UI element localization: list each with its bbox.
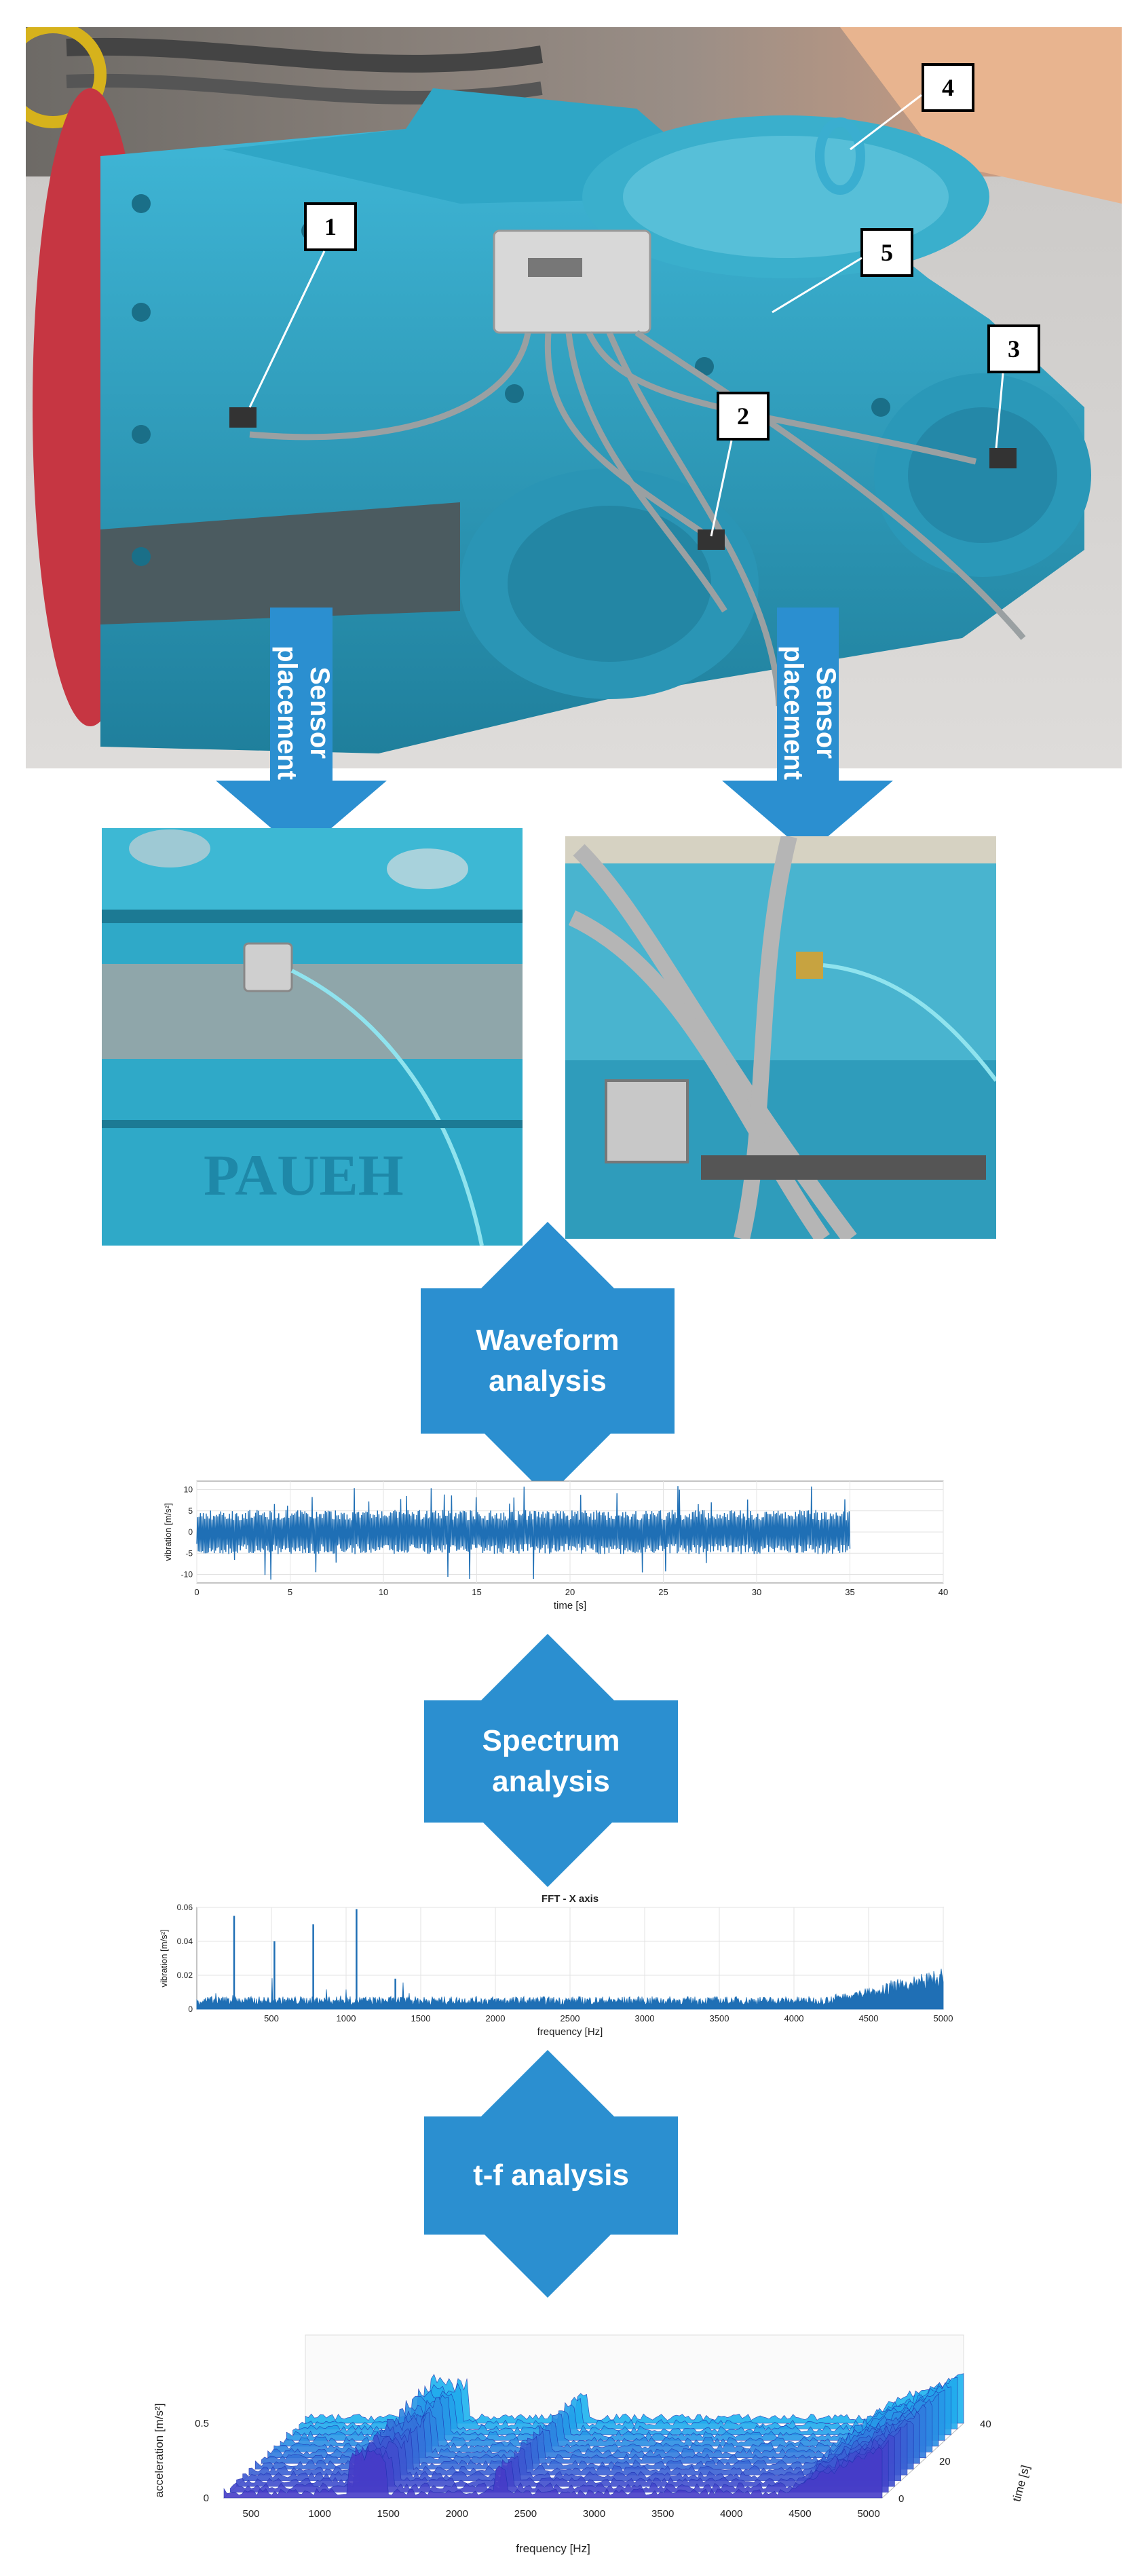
tf-z-label: time [s] bbox=[1010, 2464, 1032, 2503]
waveform-y-label: vibration [m/s²] bbox=[163, 1503, 173, 1561]
fft-x-tick: 2500 bbox=[561, 2013, 580, 2023]
callout-3: 3 bbox=[987, 324, 1040, 373]
tf-z-tick: 20 bbox=[939, 2456, 951, 2467]
fft-x-label: frequency [Hz] bbox=[537, 2026, 603, 2038]
tf-y-label: acceleration [m/s²] bbox=[153, 2404, 166, 2498]
waveform-x-tick: 0 bbox=[194, 1587, 199, 1597]
sensor-closeup-left-illustration: PAUEH bbox=[102, 828, 523, 1246]
fft-x-tick: 2000 bbox=[486, 2013, 506, 2023]
tf-double-arrow bbox=[424, 2050, 678, 2298]
waveform-x-tick: 35 bbox=[845, 1587, 854, 1597]
spectrum-double-arrow bbox=[424, 1634, 678, 1887]
tf-x-label: frequency [Hz] bbox=[516, 2542, 590, 2555]
waveform-x-tick: 5 bbox=[288, 1587, 292, 1597]
tf-label: t-f analysis bbox=[473, 2159, 629, 2192]
fft-x-tick: 3500 bbox=[710, 2013, 729, 2023]
spectrum-label-line1: Spectrum bbox=[482, 1724, 620, 1757]
waveform-x-tick: 15 bbox=[472, 1587, 481, 1597]
fft-title: FFT - X axis bbox=[542, 1893, 599, 1905]
tf-x-tick: 2000 bbox=[446, 2508, 468, 2520]
waveform-y-tick: 5 bbox=[188, 1506, 193, 1516]
waveform-analysis-box: Waveform analysis bbox=[421, 1288, 675, 1434]
waveform-signal-line bbox=[196, 1486, 851, 1580]
callout-4: 4 bbox=[922, 63, 974, 112]
fft-x-tick: 3000 bbox=[635, 2013, 655, 2023]
callout-2: 2 bbox=[717, 392, 770, 441]
tf-y-tick: 0.5 bbox=[195, 2418, 209, 2429]
tf-x-tick: 5000 bbox=[857, 2508, 879, 2520]
tf-z-tick: 40 bbox=[980, 2419, 991, 2430]
fft-x-tick: 4500 bbox=[859, 2013, 879, 2023]
waveform-y-tick: 10 bbox=[184, 1485, 193, 1495]
svg-text:PAUEH: PAUEH bbox=[204, 1142, 404, 1208]
waveform-label-line2: analysis bbox=[489, 1364, 607, 1398]
waveform-x-tick: 20 bbox=[565, 1587, 575, 1597]
sensor-closeup-left: PAUEH bbox=[102, 828, 523, 1246]
tf-x-tick: 2500 bbox=[514, 2508, 537, 2520]
callout-1: 1 bbox=[304, 202, 357, 251]
spectrum-label-line2: analysis bbox=[492, 1765, 610, 1798]
tf-y-tick: 0 bbox=[204, 2493, 209, 2504]
callout-leaders bbox=[248, 94, 1004, 537]
sensor-placement-arrows bbox=[216, 608, 893, 854]
tf-x-tick: 4500 bbox=[789, 2508, 811, 2520]
spectrum-analysis-box: Spectrum analysis bbox=[424, 1700, 678, 1823]
tf-analysis-box: t-f analysis bbox=[424, 2116, 678, 2235]
tf-x-tick: 4000 bbox=[720, 2508, 742, 2520]
fft-x-tick: 5000 bbox=[934, 2013, 953, 2023]
fft-y-tick: 0.02 bbox=[177, 1971, 193, 1980]
fft-y-label: vibration [m/s²] bbox=[159, 1929, 169, 1987]
waveform-double-arrow bbox=[421, 1222, 675, 1493]
fft-y-tick: 0.06 bbox=[177, 1903, 193, 1912]
waveform-x-tick: 40 bbox=[938, 1587, 948, 1597]
waveform-y-tick: -5 bbox=[185, 1548, 193, 1558]
tf-x-tick: 3500 bbox=[651, 2508, 674, 2520]
waveform-x-tick: 25 bbox=[658, 1587, 668, 1597]
machine-illustration bbox=[26, 27, 1122, 768]
tf-slice bbox=[223, 2446, 883, 2499]
waveform-y-tick: -10 bbox=[181, 1570, 193, 1580]
fft-y-tick: 0 bbox=[188, 2004, 193, 2014]
waveform-x-tick: 30 bbox=[752, 1587, 761, 1597]
fft-y-tick: 0.04 bbox=[177, 1937, 193, 1946]
tf-x-tick: 3000 bbox=[583, 2508, 605, 2520]
fft-spectrum-area bbox=[196, 1968, 944, 2010]
waveform-x-tick: 10 bbox=[379, 1587, 388, 1597]
waveform-y-tick: 0 bbox=[188, 1527, 193, 1537]
sensor-closeup-right-illustration bbox=[565, 836, 996, 1239]
tf-z-tick: 0 bbox=[898, 2493, 904, 2505]
fft-x-tick: 4000 bbox=[784, 2013, 804, 2023]
waveform-x-label: time [s] bbox=[554, 1600, 586, 1611]
machine-photo: 1 2 3 4 5 bbox=[26, 27, 1122, 768]
tf-x-tick: 1000 bbox=[308, 2508, 330, 2520]
waveform-chart: 0 5 10 15 20 25 30 35 40 10 5 0 -5 -10 time [s] vibrati… bbox=[163, 1480, 948, 1611]
tf-x-tick: 1500 bbox=[377, 2508, 400, 2520]
fft-x-tick: 1500 bbox=[411, 2013, 431, 2023]
waveform-label-line1: Waveform bbox=[476, 1324, 620, 1357]
spectrum-chart: FFT - X axis 500 1000 1500 2000 2500 3000 3500 4… bbox=[159, 1893, 953, 2038]
tf-x-tick: 500 bbox=[242, 2508, 259, 2520]
callout-5: 5 bbox=[860, 228, 913, 277]
fft-x-tick: 1000 bbox=[337, 2013, 356, 2023]
fft-x-tick: 500 bbox=[264, 2013, 279, 2023]
left-down-arrow bbox=[216, 608, 387, 854]
right-down-arrow bbox=[722, 608, 893, 854]
tf-back-wall bbox=[305, 2334, 964, 2424]
sensor-closeup-right bbox=[565, 836, 996, 1239]
